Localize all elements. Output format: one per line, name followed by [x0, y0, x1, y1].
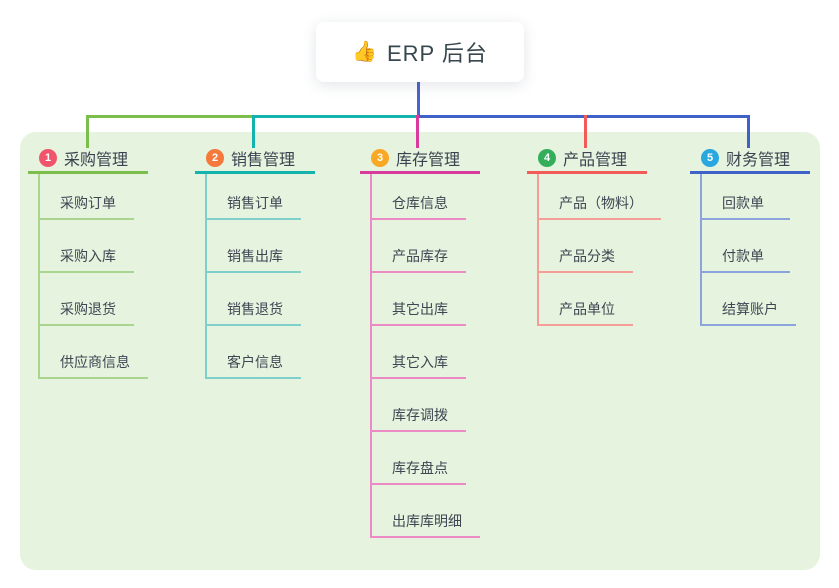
- tree-node[interactable]: 销售订单: [207, 174, 301, 220]
- branch-number-badge-4: 4: [538, 149, 556, 167]
- root-node[interactable]: 👍 ERP 后台: [316, 22, 524, 82]
- connector-drop-2: [252, 115, 255, 148]
- tree-node-label: 库存调拨: [392, 407, 448, 423]
- tree-node[interactable]: 回款单: [702, 174, 790, 220]
- connector-horizontal-left-outer: [86, 115, 255, 118]
- tree-node[interactable]: 客户信息: [207, 326, 301, 379]
- tree-node[interactable]: 仓库信息: [372, 174, 466, 220]
- tree-node[interactable]: 出库库明细: [372, 485, 480, 538]
- tree-node[interactable]: 销售出库: [207, 220, 301, 273]
- tree-node[interactable]: 结算账户: [702, 273, 796, 326]
- tree-node[interactable]: 采购退货: [40, 273, 134, 326]
- branch-4: 4 产品管理产品（物料） 产品分类产品单位: [527, 148, 661, 326]
- tree-node-label: 采购入库: [60, 248, 116, 264]
- branch-topic-label: 销售管理: [231, 152, 296, 169]
- tree-node-label: 出库库明细: [392, 513, 462, 529]
- tree-node-label: 产品库存: [392, 248, 448, 264]
- tree-node-label: 回款单: [722, 195, 764, 211]
- tree-node[interactable]: 产品单位: [539, 273, 633, 326]
- tree-node[interactable]: 采购入库: [40, 220, 134, 273]
- tree-node-label: 产品分类: [559, 248, 615, 264]
- thumbs-up-icon: 👍: [352, 41, 377, 63]
- branch-children: 仓库信息产品库存其它出库其它入库库存调拨库存盘点出库库明细: [370, 174, 480, 538]
- tree-node-label: 结算账户: [722, 301, 778, 317]
- tree-node[interactable]: 产品分类: [539, 220, 633, 273]
- branch-1: 1 采购管理采购订单采购入库采购退货供应商信息: [28, 148, 148, 379]
- tree-node[interactable]: 库存调拨: [372, 379, 466, 432]
- branch-topic-label: 财务管理: [726, 152, 791, 169]
- branch-topic-label: 采购管理: [64, 152, 129, 169]
- tree-node-label: 销售出库: [227, 248, 283, 264]
- branch-number-badge-2: 2: [206, 149, 224, 167]
- branch-children: 产品（物料） 产品分类产品单位: [537, 174, 661, 326]
- branch-number-badge-1: 1: [39, 149, 57, 167]
- tree-node[interactable]: 其它出库: [372, 273, 466, 326]
- branch-topic-2[interactable]: 2 销售管理: [195, 148, 315, 174]
- branch-topic-label: 库存管理: [396, 152, 461, 169]
- branch-topic-3[interactable]: 3 库存管理: [360, 148, 480, 174]
- tree-node-label: 其它入库: [392, 354, 448, 370]
- branch-3: 3 库存管理仓库信息产品库存其它出库其它入库库存调拨库存盘点出库库明细: [360, 148, 480, 538]
- connector-horizontal-right: [417, 115, 750, 118]
- tree-node[interactable]: 采购订单: [40, 174, 134, 220]
- tree-node[interactable]: 其它入库: [372, 326, 466, 379]
- branch-children: 采购订单采购入库采购退货供应商信息: [38, 174, 148, 379]
- branch-2: 2 销售管理销售订单销售出库销售退货客户信息: [195, 148, 315, 379]
- tree-node-label: 其它出库: [392, 301, 448, 317]
- tree-node[interactable]: 销售退货: [207, 273, 301, 326]
- tree-node-label: 产品（物料）: [559, 195, 643, 211]
- tree-node-label: 供应商信息: [60, 354, 130, 370]
- tree-node-label: 付款单: [722, 248, 764, 264]
- branch-children: 回款单付款单结算账户: [700, 174, 810, 326]
- connector-drop-3: [416, 115, 419, 148]
- tree-node-label: 产品单位: [559, 301, 615, 317]
- branch-topic-4[interactable]: 4 产品管理: [527, 148, 647, 174]
- tree-node[interactable]: 产品库存: [372, 220, 466, 273]
- branch-topic-label: 产品管理: [563, 152, 628, 169]
- branch-5: 5 财务管理回款单付款单结算账户: [690, 148, 810, 326]
- tree-node-label: 销售退货: [227, 301, 283, 317]
- root-connector-vertical: [417, 82, 420, 118]
- branches-panel: [20, 132, 820, 570]
- tree-node-label: 采购退货: [60, 301, 116, 317]
- root-title: ERP 后台: [386, 41, 488, 66]
- tree-node-label: 销售订单: [227, 195, 283, 211]
- branch-number-badge-3: 3: [371, 149, 389, 167]
- branch-topic-1[interactable]: 1 采购管理: [28, 148, 148, 174]
- branch-children: 销售订单销售出库销售退货客户信息: [205, 174, 315, 379]
- branch-number-badge-5: 5: [701, 149, 719, 167]
- tree-node[interactable]: 库存盘点: [372, 432, 466, 485]
- connector-horizontal-left-inner: [252, 115, 420, 118]
- tree-node-label: 仓库信息: [392, 195, 448, 211]
- connector-drop-4: [584, 115, 587, 148]
- tree-node-label: 客户信息: [227, 354, 283, 370]
- tree-node-label: 采购订单: [60, 195, 116, 211]
- connector-drop-5: [747, 115, 750, 148]
- tree-node[interactable]: 产品（物料）: [539, 174, 661, 220]
- tree-node[interactable]: 付款单: [702, 220, 790, 273]
- branch-topic-5[interactable]: 5 财务管理: [690, 148, 810, 174]
- tree-node-label: 库存盘点: [392, 460, 448, 476]
- tree-node[interactable]: 供应商信息: [40, 326, 148, 379]
- connector-drop-1: [86, 115, 89, 148]
